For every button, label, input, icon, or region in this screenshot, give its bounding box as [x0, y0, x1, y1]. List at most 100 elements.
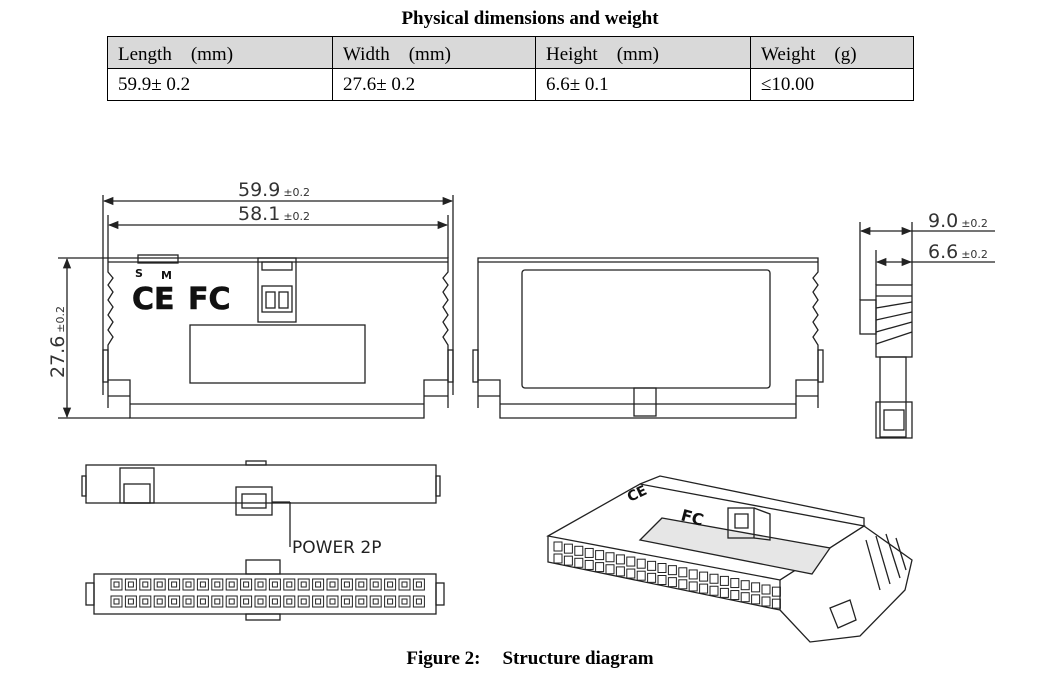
iso-pin	[667, 565, 677, 576]
dim-width: 27.6±0.2	[47, 306, 69, 378]
pin	[196, 595, 209, 608]
pin	[369, 595, 382, 608]
iso-pin	[657, 575, 667, 585]
header-weight: Weight (g)	[750, 36, 914, 69]
pin-hole	[228, 598, 235, 605]
pin-hole	[199, 581, 206, 588]
pin	[283, 595, 296, 608]
header-height: Height (mm)	[535, 36, 751, 69]
iso-pin	[647, 572, 657, 583]
pin	[355, 595, 368, 608]
pin-hole	[286, 581, 293, 588]
iso-pin	[761, 596, 771, 607]
pin	[384, 578, 397, 591]
power-connector-label: POWER 2P	[292, 538, 381, 558]
dim-side-outer: 9.0±0.2	[928, 210, 988, 232]
pin	[225, 578, 238, 591]
pin-hole	[329, 581, 336, 588]
pin-hole	[228, 581, 235, 588]
iso-pin	[626, 556, 636, 567]
pin	[196, 578, 209, 591]
fc-mark-icon: FC	[188, 282, 231, 317]
pin	[110, 578, 123, 591]
pin	[240, 595, 253, 608]
pin-hole	[171, 581, 178, 588]
pin	[254, 578, 267, 591]
cell-width: 27.6± 0.2	[332, 68, 536, 101]
pin	[326, 595, 339, 608]
iso-pin	[740, 592, 750, 603]
pin-hole	[401, 598, 408, 605]
pin	[412, 595, 425, 608]
pin	[412, 578, 425, 591]
pin-hole	[358, 581, 365, 588]
cell-height: 6.6± 0.1	[535, 68, 751, 101]
pin	[340, 578, 353, 591]
pin	[110, 595, 123, 608]
top-view	[81, 460, 441, 547]
iso-pin	[709, 585, 719, 596]
pin	[297, 595, 310, 608]
pin-hole	[329, 598, 336, 605]
pin	[124, 578, 137, 591]
pin-hole	[185, 581, 192, 588]
iso-pin	[667, 577, 677, 588]
iso-pin	[688, 569, 698, 580]
pin	[340, 595, 353, 608]
pin	[211, 595, 224, 608]
pin	[211, 578, 224, 591]
isometric-view	[546, 475, 913, 643]
pin	[283, 578, 296, 591]
iso-pin	[605, 564, 615, 575]
pin-hole	[185, 598, 192, 605]
dim-side-inner: 6.6±0.2	[928, 241, 988, 263]
iso-pin	[584, 547, 594, 558]
pin-hole	[214, 581, 221, 588]
pin	[254, 595, 267, 608]
pin-hole	[387, 581, 394, 588]
pin-hole	[343, 581, 350, 588]
iso-pin	[709, 573, 719, 584]
iso-pin	[615, 554, 625, 565]
pin	[312, 578, 325, 591]
iso-pin	[771, 598, 781, 609]
pin-hole	[271, 598, 278, 605]
iso-pin	[719, 575, 729, 586]
table-header-row: Length (mm) Width (mm) Height (mm) Weigh…	[107, 36, 914, 69]
pin-hole	[315, 581, 322, 588]
iso-pin	[751, 582, 761, 593]
pin-hole	[142, 598, 149, 605]
figure-number: Figure 2:	[406, 648, 481, 669]
pin-hole	[286, 598, 293, 605]
iso-pin	[678, 567, 688, 578]
pin	[168, 595, 181, 608]
cell-length: 59.9± 0.2	[107, 68, 333, 101]
ce-mark-icon: CE	[132, 282, 175, 317]
pin-hole	[156, 598, 163, 605]
iso-pin	[740, 580, 750, 591]
pin-hole	[300, 598, 307, 605]
pin	[139, 595, 152, 608]
pin	[225, 595, 238, 608]
mark-s: S	[135, 267, 143, 280]
pin-hole	[243, 581, 250, 588]
pin-grid	[110, 578, 425, 608]
iso-pin	[574, 545, 584, 556]
pin-hole	[113, 598, 120, 605]
pin-hole	[142, 581, 149, 588]
iso-pin	[553, 541, 563, 552]
iso-pin	[719, 587, 729, 598]
pin-hole	[372, 581, 379, 588]
iso-pin	[699, 583, 709, 594]
iso-pin	[574, 557, 584, 568]
mark-m: M	[161, 269, 172, 282]
iso-pin	[771, 586, 781, 597]
pin-hole	[214, 598, 221, 605]
pin-hole	[127, 598, 134, 605]
header-width: Width (mm)	[332, 36, 536, 69]
iso-pin	[751, 594, 761, 605]
figure-caption: Figure 2:Structure diagram	[0, 648, 1060, 670]
pin-hole	[315, 598, 322, 605]
iso-pin	[761, 584, 771, 595]
